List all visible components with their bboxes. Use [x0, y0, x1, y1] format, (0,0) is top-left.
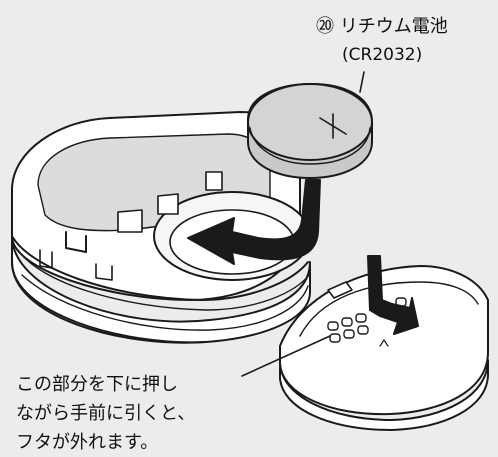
instruction-line-3: フタが外れます。	[16, 432, 159, 453]
instruction-leader-line	[241, 335, 331, 377]
instruction-line-1: この部分を下に押し	[16, 374, 178, 395]
battery-name: リチウム電池	[339, 16, 448, 37]
battery-model: (CR2032)	[342, 45, 423, 65]
instruction-line-2: ながら手前に引くと、	[16, 403, 196, 424]
insert-arrow	[187, 179, 321, 265]
battery-number: ⑳	[316, 16, 334, 37]
press-pull-arrow	[367, 255, 419, 335]
coin-battery	[247, 83, 373, 179]
battery-cover	[279, 265, 489, 431]
title-leader-line	[359, 71, 365, 93]
battery-callout: ⑳ リチウム電池	[316, 12, 448, 38]
